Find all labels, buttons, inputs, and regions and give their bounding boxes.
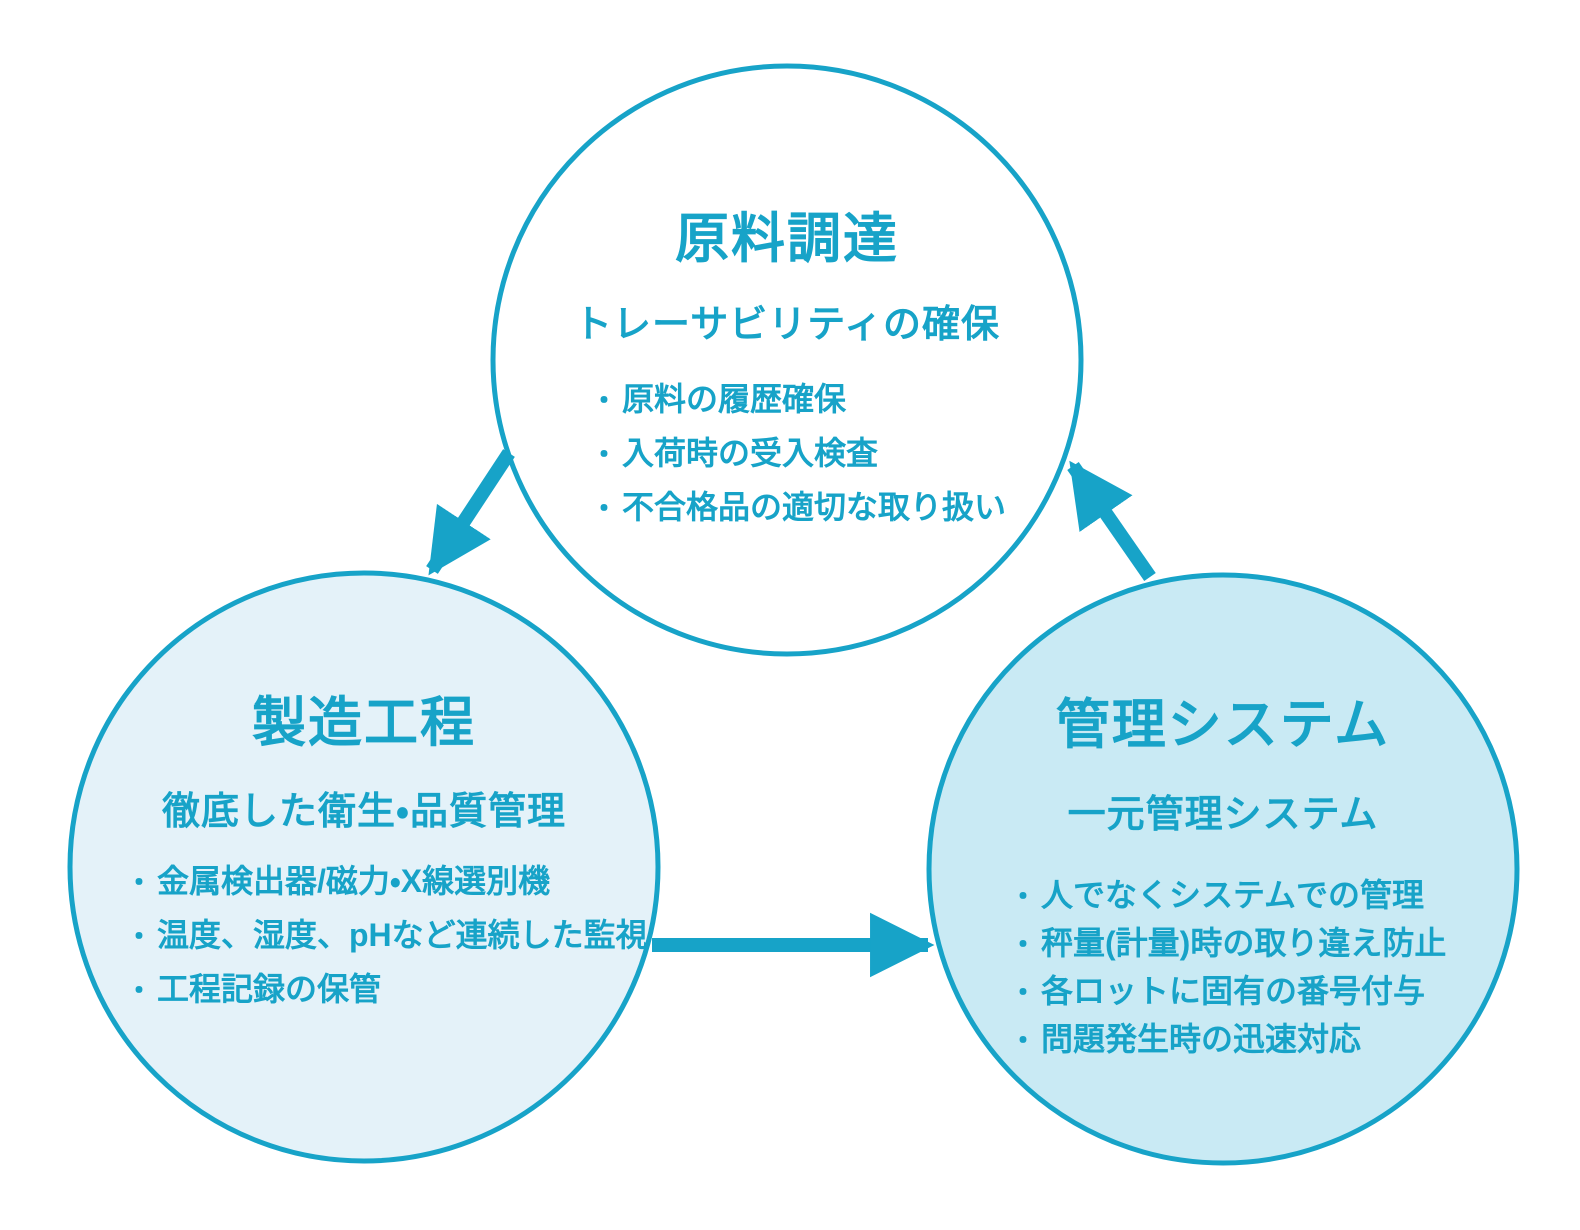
bullet-item: ・ 入荷時の受入検査 bbox=[590, 427, 1006, 481]
bullet-item: ・ 人でなくシステムでの管理 bbox=[1009, 872, 1446, 920]
bullet-item: ・ 各ロットに固有の番号付与 bbox=[1009, 968, 1446, 1016]
bullet-item: ・ 工程記録の保管 bbox=[125, 963, 648, 1017]
bullet-text: 秤量(計量)時の取り違え防止 bbox=[1041, 925, 1447, 961]
bullet-item: ・ 不合格品の適切な取り扱い bbox=[590, 481, 1006, 535]
bullet-dot-icon: ・ bbox=[590, 439, 619, 470]
bullet-text: 金属検出器/磁力・X線選別機 bbox=[157, 863, 551, 899]
bullet-item: ・ 秤量(計量)時の取り違え防止 bbox=[1009, 920, 1446, 968]
bullet-text: 問題発生時の迅速対応 bbox=[1041, 1021, 1362, 1057]
bullet-text: 入荷時の受入検査 bbox=[622, 435, 879, 471]
arrow-raw-material-to-manufacturing bbox=[426, 449, 515, 576]
bullet-item: ・ 温度、湿度、pHなど連続した監視 bbox=[125, 909, 648, 963]
node-title: 原料調達 bbox=[675, 209, 899, 269]
bullet-text: 各ロットに固有の番号付与 bbox=[1041, 973, 1426, 1009]
bullet-item: ・ 金属検出器/磁力・X線選別機 bbox=[125, 855, 648, 909]
arrow-management-to-raw-material bbox=[1067, 460, 1156, 581]
bullet-dot-icon: ・ bbox=[125, 921, 154, 952]
bullet-text: 不合格品の適切な取り扱い bbox=[622, 489, 1007, 525]
bullet-text: 人でなくシステムでの管理 bbox=[1041, 877, 1425, 913]
node-subtitle: 徹底した衛生・品質管理 bbox=[162, 791, 566, 833]
bullet-dot-icon: ・ bbox=[590, 385, 619, 416]
node-title: 管理システム bbox=[1055, 695, 1391, 755]
bullet-dot-icon: ・ bbox=[125, 867, 154, 898]
bullet-list: ・ 人でなくシステムでの管理 ・ 秤量(計量)時の取り違え防止 ・ 各ロットに固… bbox=[1009, 872, 1446, 1064]
node-manufacturing-process: 製造工程 徹底した衛生・品質管理 ・ 金属検出器/磁力・X線選別機 ・ 温度、湿… bbox=[67, 570, 661, 1164]
bullet-dot-icon: ・ bbox=[125, 975, 154, 1006]
bullet-text: 温度、湿度、pHなど連続した監視 bbox=[157, 917, 648, 953]
bullet-dot-icon: ・ bbox=[1009, 881, 1038, 912]
circle-manufacturing-process bbox=[67, 570, 661, 1164]
bullet-dot-icon: ・ bbox=[590, 493, 619, 524]
bullet-list: ・ 金属検出器/磁力・X線選別機 ・ 温度、湿度、pHなど連続した監視 ・ 工程… bbox=[125, 855, 648, 1017]
circle-raw-material-procurement bbox=[490, 63, 1084, 657]
bullet-dot-icon: ・ bbox=[1009, 929, 1038, 960]
bullet-text: 原料の履歴確保 bbox=[622, 381, 847, 417]
bullet-item: ・ 問題発生時の迅速対応 bbox=[1009, 1016, 1446, 1064]
bullet-text: 工程記録の保管 bbox=[157, 971, 382, 1007]
node-management-system: 管理システム 一元管理システム ・ 人でなくシステムでの管理 ・ 秤量(計量)時… bbox=[926, 572, 1520, 1166]
circle-management-system bbox=[926, 572, 1520, 1166]
node-subtitle: トレーサビリティの確保 bbox=[574, 304, 1000, 346]
node-title: 製造工程 bbox=[252, 693, 476, 753]
bullet-dot-icon: ・ bbox=[1009, 1025, 1038, 1056]
bullet-item: ・ 原料の履歴確保 bbox=[590, 373, 1006, 427]
node-subtitle: 一元管理システム bbox=[1067, 794, 1379, 836]
node-raw-material-procurement: 原料調達 トレーサビリティの確保 ・ 原料の履歴確保 ・ 入荷時の受入検査 ・ … bbox=[490, 63, 1084, 657]
bullet-list: ・ 原料の履歴確保 ・ 入荷時の受入検査 ・ 不合格品の適切な取り扱い bbox=[590, 373, 1006, 535]
bullet-dot-icon: ・ bbox=[1009, 977, 1038, 1008]
